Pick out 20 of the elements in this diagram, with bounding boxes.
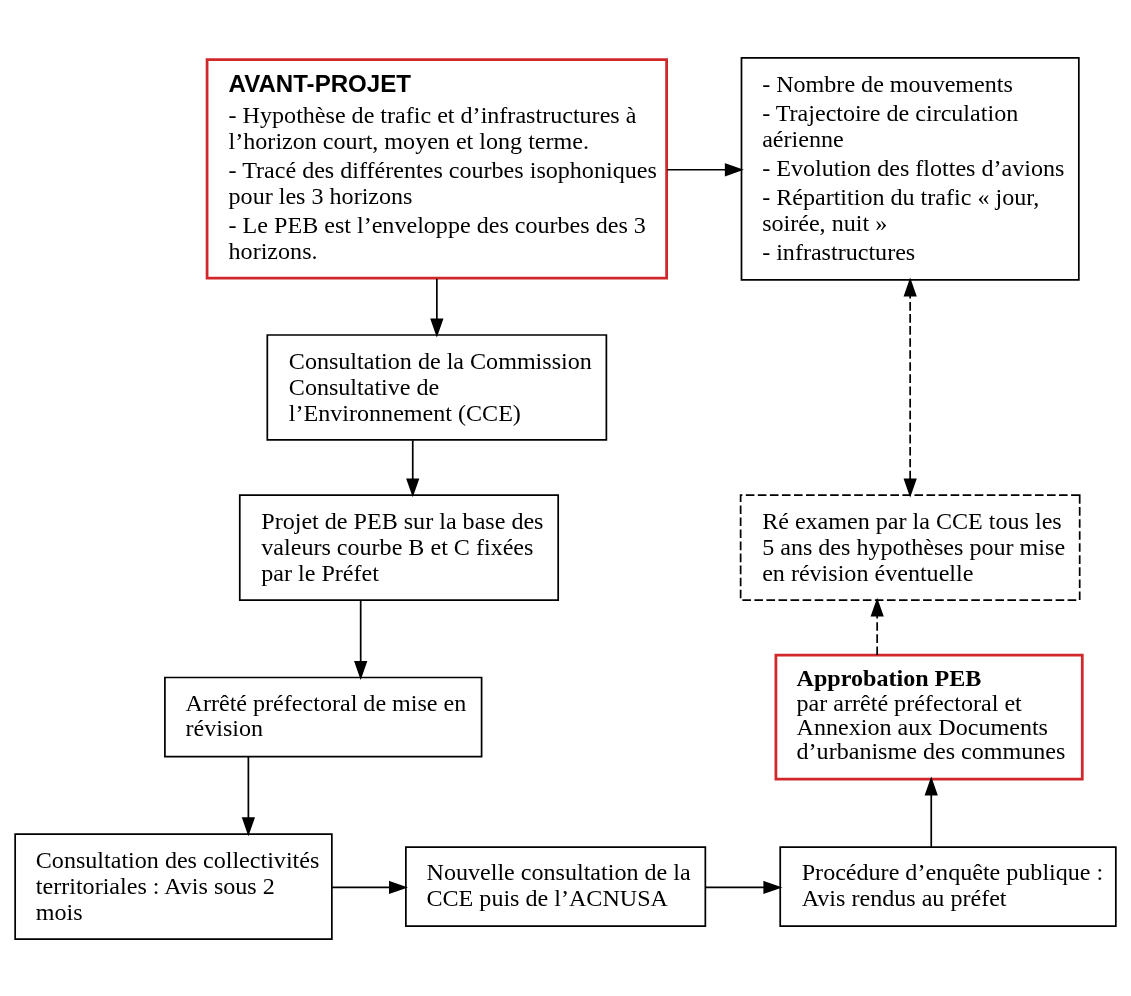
- arrow: [924, 776, 938, 848]
- node-box: Ré examen par la CCE tous les 5 ans des hypothèses pour mise en révision éventuelle: [739, 493, 1081, 601]
- node-box: Consultation des collectivités territoriales : Avis sous 2 mois: [14, 832, 333, 940]
- node-box: Approbation PEB par arrêté préfectoral et Annexion aux Documents d’urbanisme des communes: [774, 653, 1084, 780]
- node-box: Nouvelle consultation de la CCE puis de l’ACNUSA: [405, 845, 707, 927]
- arrow: [241, 755, 255, 836]
- node-box: Procédure d’enquête publique : Avis rendus au préfet: [779, 845, 1117, 927]
- arrow: [354, 598, 368, 680]
- arrow: [406, 438, 420, 497]
- node-box: Projet de PEB sur la base des valeurs courbe B et C fixées par le Préfet: [238, 493, 560, 601]
- arrow: [430, 277, 444, 338]
- arrow: [666, 162, 744, 176]
- node-box: Arrêté préfectoral de mise en révision: [164, 676, 483, 758]
- arrow: [870, 597, 884, 656]
- node-box: AVANT-PROJET - Hypothèse de trafic et d’infrastructures à l’horizon court, moyen et long terme. - Tracé des différentes courbes isophoniques pour les 3 horizons - Le PEB est l’enveloppe des courbes des 3 horizons.: [205, 57, 668, 280]
- arrow: [903, 277, 917, 497]
- arrow: [704, 880, 783, 894]
- node-box: - Nombre de mouvements - Trajectoire de circulation aérienne - Evolution des flottes d’avions - Répartition du trafic « jour, soirée, nuit » - infrastructures: [740, 56, 1080, 281]
- arrow: [331, 880, 408, 894]
- node-box: Consultation de la Commission Consultative de l’Environnement (CCE): [266, 333, 608, 441]
